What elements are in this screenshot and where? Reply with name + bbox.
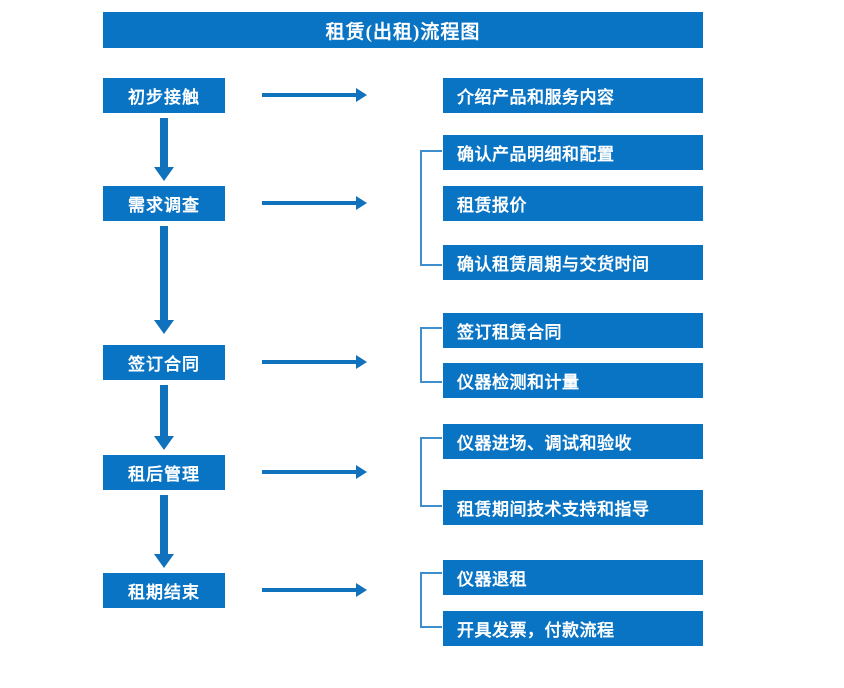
detail-arrow-3 <box>262 355 367 369</box>
group-bracket-2 <box>420 150 442 266</box>
detail-node-租赁期间技术支持和指导[interactable]: 租赁期间技术支持和指导 <box>443 490 703 525</box>
flow-arrow-down-1 <box>154 118 174 181</box>
detail-node-仪器退租[interactable]: 仪器退租 <box>443 560 703 595</box>
detail-node-确认租赁周期与交货时间[interactable]: 确认租赁周期与交货时间 <box>443 245 703 280</box>
stage-node-租后管理[interactable]: 租后管理 <box>103 455 225 490</box>
detail-arrow-4 <box>262 465 367 479</box>
detail-arrow-2 <box>262 196 367 210</box>
stage-node-需求调查[interactable]: 需求调查 <box>103 186 225 221</box>
detail-arrow-5 <box>262 583 367 597</box>
detail-node-仪器检测和计量[interactable]: 仪器检测和计量 <box>443 363 703 398</box>
group-bracket-5 <box>420 572 442 628</box>
detail-node-开具发票付款流程[interactable]: 开具发票，付款流程 <box>443 611 703 646</box>
flow-arrow-down-2 <box>154 226 174 334</box>
group-bracket-3 <box>420 327 442 383</box>
flow-arrow-down-4 <box>154 495 174 568</box>
stage-node-签订合同[interactable]: 签订合同 <box>103 345 225 380</box>
flow-arrow-down-3 <box>154 385 174 450</box>
detail-arrow-1 <box>262 88 367 102</box>
stage-node-租期结束[interactable]: 租期结束 <box>103 573 225 608</box>
group-bracket-4 <box>420 437 442 507</box>
detail-node-签订租赁合同[interactable]: 签订租赁合同 <box>443 313 703 348</box>
detail-node-介绍产品和服务内容[interactable]: 介绍产品和服务内容 <box>443 78 703 113</box>
detail-node-仪器进场调试和验收[interactable]: 仪器进场、调试和验收 <box>443 424 703 459</box>
stage-node-初步接触[interactable]: 初步接触 <box>103 78 225 113</box>
detail-node-租赁报价[interactable]: 租赁报价 <box>443 186 703 221</box>
detail-node-确认产品明细和配置[interactable]: 确认产品明细和配置 <box>443 135 703 170</box>
flowchart-title: 租赁(出租)流程图 <box>103 12 703 48</box>
